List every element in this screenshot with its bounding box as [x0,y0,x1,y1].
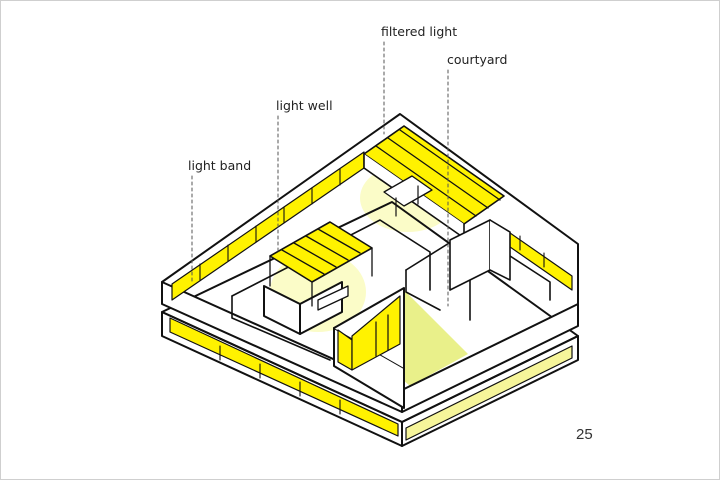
light-well-bench [317,285,349,311]
lower-light-band [169,317,399,437]
lower-slab [161,201,579,447]
page-number: 25 [576,426,593,443]
label-light-well: light well [276,98,333,113]
light-well [263,221,373,335]
mullions [199,168,545,415]
label-filtered-light: filtered light [381,24,458,39]
label-courtyard: courtyard [447,52,508,67]
label-light-band: light band [188,158,252,173]
filtered-light [363,125,511,291]
leader-lines [191,41,449,307]
lower-light-band-right [405,345,573,441]
courtyard-walls [333,287,405,409]
